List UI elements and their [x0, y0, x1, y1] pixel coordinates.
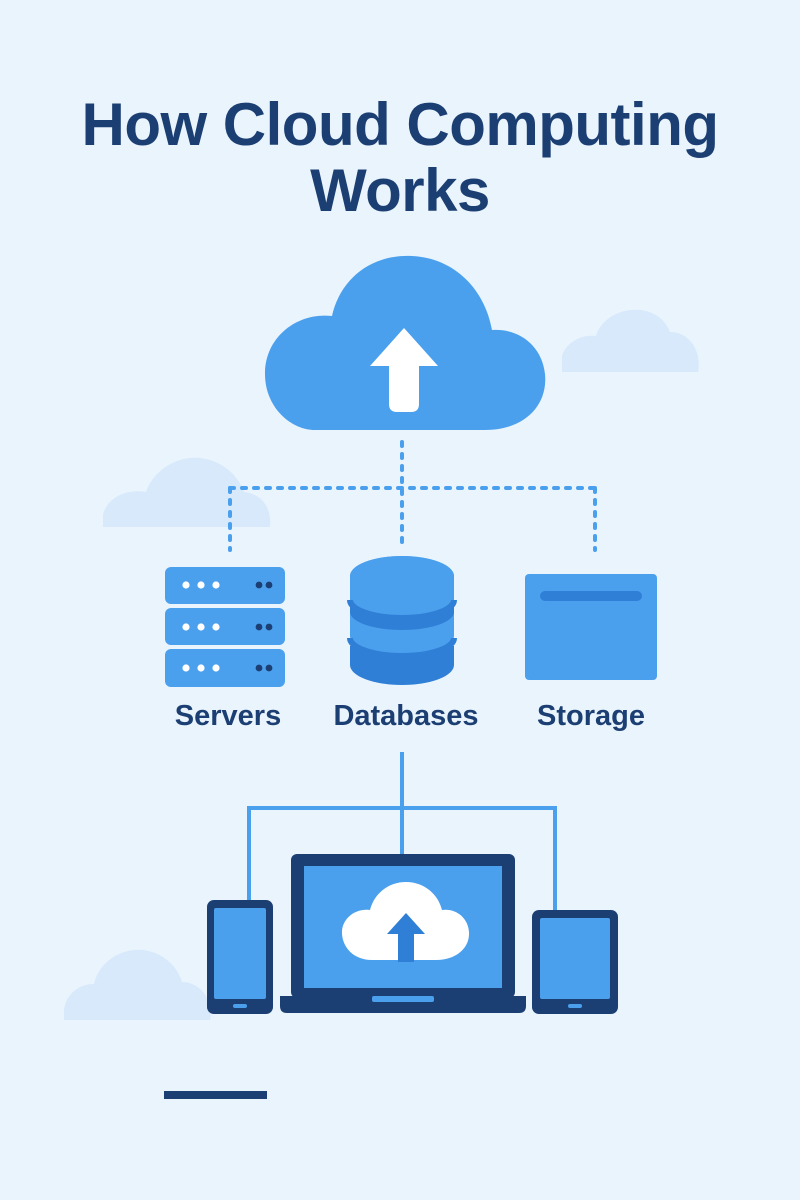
device-connectors	[247, 752, 557, 910]
cloud-upload-icon	[341, 882, 470, 962]
server-rack-icon	[165, 567, 285, 687]
upload-arrow-icon	[370, 328, 438, 412]
page-title: How Cloud Computing Works	[0, 92, 800, 224]
tablet-icon	[532, 910, 618, 1014]
servers-label: Servers	[174, 700, 282, 732]
decorative-divider	[164, 1091, 267, 1099]
background-cloud-icon	[103, 457, 271, 527]
title-line-1: How Cloud Computing	[81, 91, 719, 158]
storage-icon	[525, 574, 657, 680]
title-line-2: Works	[310, 157, 490, 224]
background-cloud-icon	[64, 949, 211, 1020]
dotted-connectors	[228, 440, 597, 552]
storage-label: Storage	[537, 700, 645, 732]
database-icon	[347, 556, 457, 685]
cloud-upload-icon	[264, 255, 546, 430]
databases-label: Databases	[333, 700, 479, 732]
laptop-icon	[280, 854, 526, 1013]
smartphone-icon	[207, 900, 273, 1014]
background-cloud-icon	[562, 309, 699, 372]
